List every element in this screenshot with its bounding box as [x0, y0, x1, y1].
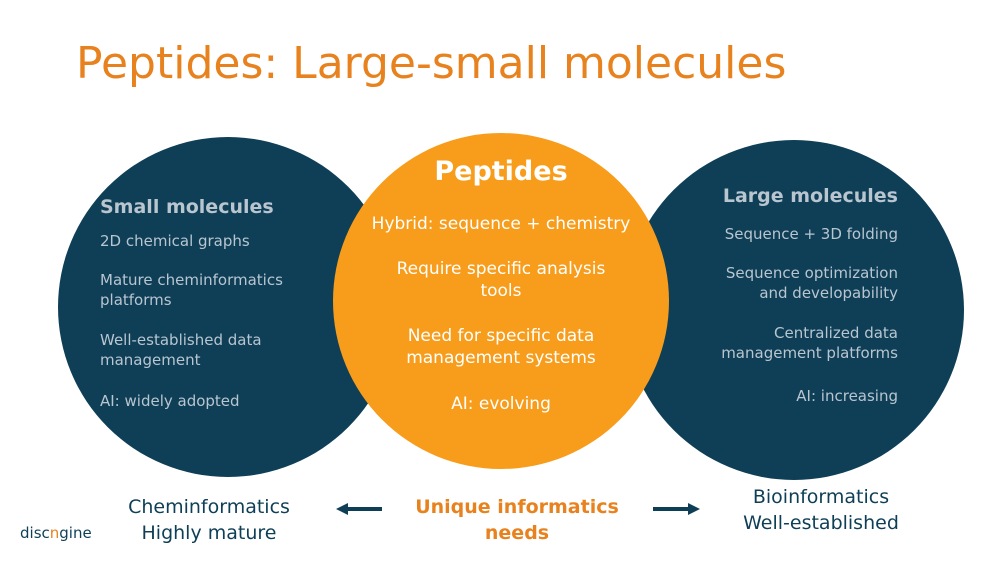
peptides-circle: [333, 133, 669, 469]
large-item-3-line-1: Centralized data: [774, 324, 898, 342]
large-molecules-heading: Large molecules: [722, 185, 898, 207]
small-item-2-line-2: platforms: [100, 291, 172, 309]
bioinformatics-line-2: Well-established: [743, 512, 899, 534]
small-item-1: 2D chemical graphs: [100, 232, 250, 250]
large-item-3-line-2: management platforms: [721, 344, 898, 362]
unique-needs-line-2: needs: [484, 522, 550, 544]
cheminformatics-label: Cheminformatics Highly mature: [104, 494, 314, 546]
slide-title: Peptides: Large-small molecules: [76, 38, 787, 89]
small-item-2-line-1: Mature cheminformatics: [100, 271, 283, 289]
small-item-4: AI: widely adopted: [100, 392, 240, 410]
small-item-3-line-1: Well-established data: [100, 331, 262, 349]
bioinformatics-line-1: Bioinformatics: [752, 486, 890, 508]
large-item-2-line-2: and developability: [759, 284, 898, 302]
logo-part-1: disc: [20, 524, 50, 542]
large-item-4: AI: increasing: [796, 387, 898, 405]
discngine-logo: discngine: [20, 524, 92, 542]
logo-part-2: n: [49, 524, 60, 542]
large-item-2: Sequence optimization and developability: [726, 263, 898, 303]
cheminformatics-line-1: Cheminformatics: [128, 496, 290, 518]
peptides-item-4: AI: evolving: [451, 394, 551, 414]
small-item-2: Mature cheminformatics platforms: [100, 270, 283, 310]
small-item-3: Well-established data management: [100, 330, 262, 370]
peptides-item-3-line-2: management systems: [406, 348, 596, 368]
left-arrow-icon: [336, 503, 382, 515]
unique-needs-label: Unique informatics needs: [405, 494, 629, 546]
peptides-item-2-line-2: tools: [480, 281, 522, 301]
large-molecules-circle: [624, 140, 964, 480]
right-arrow-icon: [653, 503, 700, 515]
small-molecules-heading: Small molecules: [100, 196, 274, 218]
peptides-item-3-line-1: Need for specific data: [407, 326, 595, 346]
peptides-item-1: Hybrid: sequence + chemistry: [371, 214, 631, 234]
large-item-1: Sequence + 3D folding: [724, 225, 898, 243]
bioinformatics-label: Bioinformatics Well-established: [716, 484, 926, 536]
peptides-item-2-line-1: Require specific analysis: [396, 259, 606, 279]
unique-needs-line-1: Unique informatics: [415, 496, 619, 518]
peptides-item-3: Need for specific data management system…: [365, 325, 637, 369]
large-item-3: Centralized data management platforms: [721, 323, 898, 363]
cheminformatics-line-2: Highly mature: [141, 522, 277, 544]
peptides-heading: Peptides: [434, 156, 568, 187]
large-item-2-line-1: Sequence optimization: [725, 264, 898, 282]
peptides-item-2: Require specific analysis tools: [365, 258, 637, 302]
logo-part-3: gine: [59, 524, 92, 542]
small-item-3-line-2: management: [100, 351, 201, 369]
